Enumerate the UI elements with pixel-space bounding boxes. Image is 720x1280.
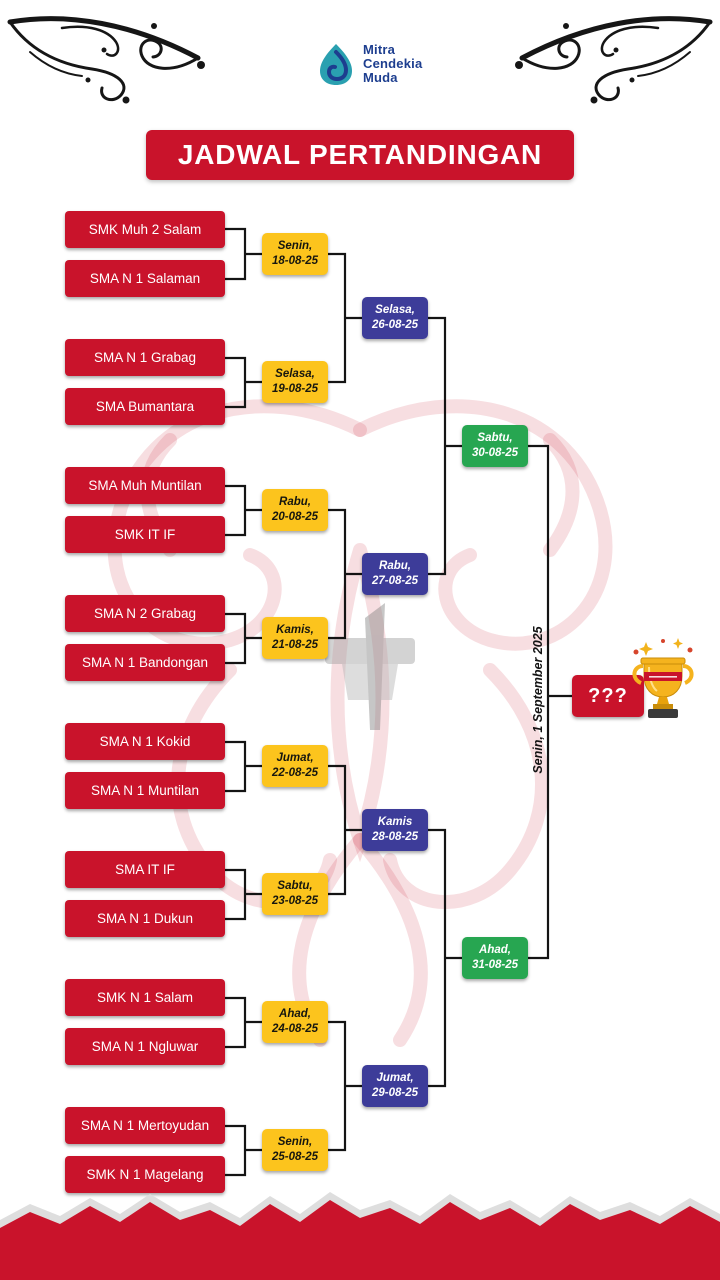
team-name: SMA N 1 Dukun <box>96 911 194 926</box>
page-title: JADWAL PERTANDINGAN <box>177 139 543 170</box>
team-box-10: SMA N 1 Muntilan <box>65 772 225 809</box>
logo: Mitra Cendekia Muda <box>316 42 422 86</box>
team-box-2: SMA N 1 Salaman <box>65 260 225 297</box>
team-name: SMA N 2 Grabag <box>93 606 197 621</box>
team-name: SMA N 1 Mertoyudan <box>80 1118 210 1133</box>
team-name: SMA N 1 Salaman <box>89 271 201 286</box>
team-name: SMK N 1 Salam <box>96 990 194 1005</box>
match-date: 26-08-25 <box>371 319 419 331</box>
team-box-7: SMA N 2 Grabag <box>65 595 225 632</box>
match-day: Rabu, <box>379 560 411 573</box>
match-date: 25-08-25 <box>271 1151 319 1163</box>
logo-text: Mitra Cendekia Muda <box>363 41 423 86</box>
trophy-icon <box>632 638 694 718</box>
match-day: Kamis <box>377 816 413 829</box>
logo-line-2: Cendekia <box>363 55 423 71</box>
team-box-8: SMA N 1 Bandongan <box>65 644 225 681</box>
final-winner-box: ??? <box>572 675 644 717</box>
match-day: Rabu, <box>279 496 311 509</box>
team-name: SMA N 1 Grabag <box>93 350 197 365</box>
round1-match-7: Ahad, 24-08-25 <box>262 1001 328 1043</box>
match-day: Senin, <box>277 240 313 253</box>
team-box-5: SMA Muh Muntilan <box>65 467 225 504</box>
team-box-14: SMA N 1 Ngluwar <box>65 1028 225 1065</box>
match-day: Ahad, <box>279 1008 311 1021</box>
final-date-note: Senin, 1 September 2025 <box>531 626 545 774</box>
team-name: SMK Muh 2 Salam <box>88 222 202 237</box>
final-placeholder: ??? <box>588 684 628 707</box>
match-date: 28-08-25 <box>371 831 419 843</box>
semifinal-match-1: Sabtu, 30-08-25 <box>462 425 528 467</box>
match-date: 24-08-25 <box>271 1023 319 1035</box>
semifinal-match-2: Ahad, 31-08-25 <box>462 937 528 979</box>
round2-match-1: Selasa, 26-08-25 <box>362 297 428 339</box>
match-day: Senin, <box>277 1136 313 1149</box>
match-day: Selasa, <box>275 368 315 381</box>
team-name: SMK N 1 Magelang <box>86 1167 204 1182</box>
team-box-12: SMA N 1 Dukun <box>65 900 225 937</box>
team-name: SMA N 1 Muntilan <box>90 783 200 798</box>
round1-match-5: Jumat, 22-08-25 <box>262 745 328 787</box>
logo-icon <box>320 44 352 85</box>
team-name: SMA N 1 Bandongan <box>81 655 209 670</box>
team-name: SMA Bumantara <box>95 399 195 414</box>
team-name: SMA Muh Muntilan <box>88 478 202 493</box>
flourish-right-icon <box>515 16 713 104</box>
team-name: SMA IT IF <box>115 862 175 877</box>
watermark-icon <box>107 399 613 1047</box>
team-box-15: SMA N 1 Mertoyudan <box>65 1107 225 1144</box>
match-date: 20-08-25 <box>271 511 319 523</box>
round1-match-4: Kamis, 21-08-25 <box>262 617 328 659</box>
round1-match-3: Rabu, 20-08-25 <box>262 489 328 531</box>
match-date: 29-08-25 <box>371 1087 419 1099</box>
match-date: 27-08-25 <box>371 575 419 587</box>
match-day: Jumat, <box>276 752 314 765</box>
match-date: 19-08-25 <box>271 383 319 395</box>
logo-line-3: Muda <box>363 70 398 86</box>
logo-line-1: Mitra <box>363 41 396 57</box>
match-date: 30-08-25 <box>471 447 519 459</box>
round2-match-4: Jumat, 29-08-25 <box>362 1065 428 1107</box>
team-box-4: SMA Bumantara <box>65 388 225 425</box>
match-day: Jumat, <box>376 1072 414 1085</box>
team-box-11: SMA IT IF <box>65 851 225 888</box>
round2-match-3: Kamis 28-08-25 <box>362 809 428 851</box>
match-date: 22-08-25 <box>271 767 319 779</box>
match-day: Kamis, <box>276 624 314 637</box>
team-box-16: SMK N 1 Magelang <box>65 1156 225 1193</box>
team-box-3: SMA N 1 Grabag <box>65 339 225 376</box>
match-day: Sabtu, <box>277 880 313 893</box>
flourish-left-icon <box>7 16 205 104</box>
round1-match-6: Sabtu, 23-08-25 <box>262 873 328 915</box>
match-date: 31-08-25 <box>471 959 519 971</box>
title-banner: JADWAL PERTANDINGAN <box>146 130 574 180</box>
team-box-9: SMA N 1 Kokid <box>65 723 225 760</box>
team-box-13: SMK N 1 Salam <box>65 979 225 1016</box>
team-name: SMA N 1 Kokid <box>99 734 191 749</box>
match-day: Sabtu, <box>477 432 513 445</box>
match-day: Ahad, <box>479 944 511 957</box>
torn-paper-edge <box>0 1192 720 1280</box>
match-date: 23-08-25 <box>271 895 319 907</box>
round1-match-8: Senin, 25-08-25 <box>262 1129 328 1171</box>
round2-match-2: Rabu, 27-08-25 <box>362 553 428 595</box>
round1-match-2: Selasa, 19-08-25 <box>262 361 328 403</box>
team-box-1: SMK Muh 2 Salam <box>65 211 225 248</box>
team-name: SMA N 1 Ngluwar <box>91 1039 199 1054</box>
team-box-6: SMK IT IF <box>65 516 225 553</box>
team-name: SMK IT IF <box>114 527 176 542</box>
match-date: 18-08-25 <box>271 255 319 267</box>
round1-match-1: Senin, 18-08-25 <box>262 233 328 275</box>
match-date: 21-08-25 <box>271 639 319 651</box>
match-day: Selasa, <box>375 304 415 317</box>
